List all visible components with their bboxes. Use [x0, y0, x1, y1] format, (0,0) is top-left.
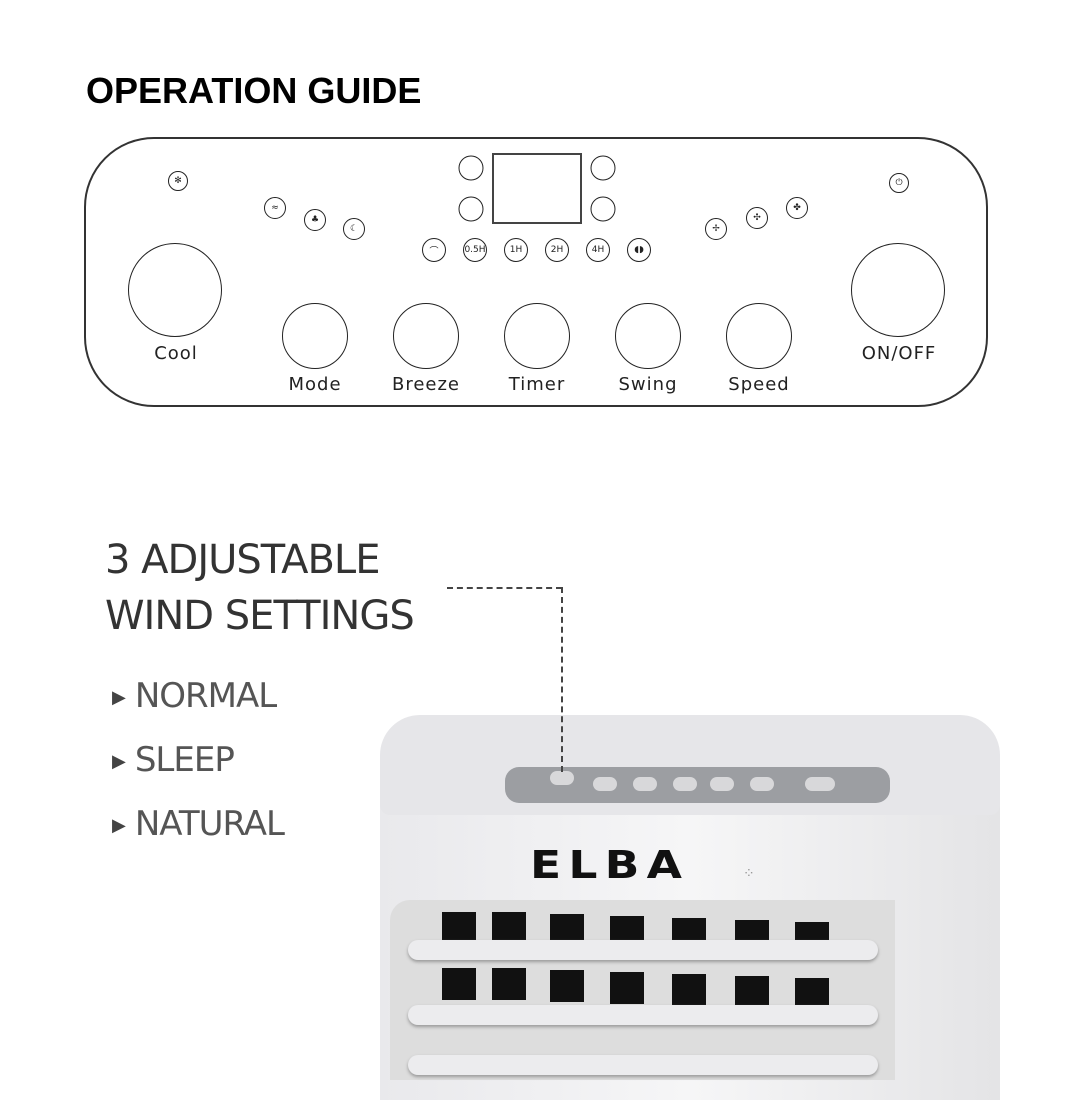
- breeze-button[interactable]: [393, 303, 459, 369]
- normal-wind-icon: ≈: [264, 197, 286, 219]
- snowflake-icon: ✻: [168, 171, 188, 191]
- feature-heading: 3 ADJUSTABLE WIND SETTINGS: [105, 532, 415, 644]
- cool-label: Cool: [154, 343, 198, 364]
- indicator-light: [590, 155, 616, 181]
- control-panel-diagram: [84, 137, 988, 407]
- swing-label: Swing: [618, 374, 678, 395]
- speed-label: Speed: [728, 374, 790, 395]
- speaker-dots-icon: ⁘: [743, 866, 755, 882]
- air-vent-grille: [390, 900, 895, 1080]
- timer-0.5h-indicator: 0.5H: [463, 238, 487, 262]
- display-screen: [492, 153, 582, 224]
- product-control-strip: [505, 767, 890, 803]
- speed-button[interactable]: [726, 303, 792, 369]
- fan-high-icon: ✤: [786, 197, 808, 219]
- breeze-label: Breeze: [391, 374, 461, 395]
- timer-button[interactable]: [504, 303, 570, 369]
- mode-label: Mode: [288, 374, 342, 395]
- bullet-triangle-icon: ▶: [112, 815, 126, 836]
- natural-wind-icon: ♣: [304, 209, 326, 231]
- callout-line: [447, 587, 562, 589]
- bullet-triangle-icon: ▶: [112, 751, 126, 772]
- mode-button[interactable]: [282, 303, 348, 369]
- cool-button[interactable]: [128, 243, 222, 337]
- list-item: ▶NORMAL: [112, 676, 277, 716]
- fan-mid-icon: ✣: [746, 207, 768, 229]
- callout-line: [561, 587, 563, 772]
- timer-label: Timer: [508, 374, 566, 395]
- on-off-button[interactable]: [851, 243, 945, 337]
- timer-2h-indicator: 2H: [545, 238, 569, 262]
- indicator-light: [590, 196, 616, 222]
- page-title: OPERATION GUIDE: [86, 70, 422, 111]
- indicator-light: [458, 196, 484, 222]
- swing-button[interactable]: [615, 303, 681, 369]
- timer-4h-indicator: 4H: [586, 238, 610, 262]
- list-item: ▶NATURAL: [112, 804, 285, 844]
- bullet-triangle-icon: ▶: [112, 687, 126, 708]
- heading-line-2: WIND SETTINGS: [105, 593, 415, 639]
- on-off-label: ON/OFF: [861, 343, 937, 364]
- breeze-icon: ⌒: [422, 238, 446, 262]
- list-item: ▶SLEEP: [112, 740, 235, 780]
- timer-1h-indicator: 1H: [504, 238, 528, 262]
- brand-logo: ELBA: [530, 843, 690, 887]
- power-icon: ⏻: [889, 173, 909, 193]
- fan-low-icon: ✢: [705, 218, 727, 240]
- indicator-light: [458, 155, 484, 181]
- swing-icon: ◖◗: [627, 238, 651, 262]
- heading-line-1: 3 ADJUSTABLE: [105, 537, 380, 583]
- sleep-icon: ☾: [343, 218, 365, 240]
